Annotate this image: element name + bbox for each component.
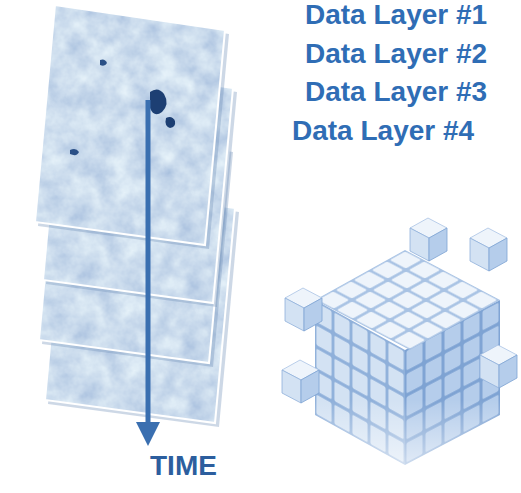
layer-label: Data Layer #3 (305, 78, 487, 106)
layer-label: Data Layer #1 (305, 1, 487, 29)
layer-stack (35, 5, 239, 427)
axis-label: TIME (150, 452, 217, 480)
layer-label: Data Layer #2 (305, 40, 487, 68)
time-arrow (136, 100, 160, 446)
data-cube (282, 218, 521, 493)
layer-label: Data Layer #4 (292, 117, 474, 145)
